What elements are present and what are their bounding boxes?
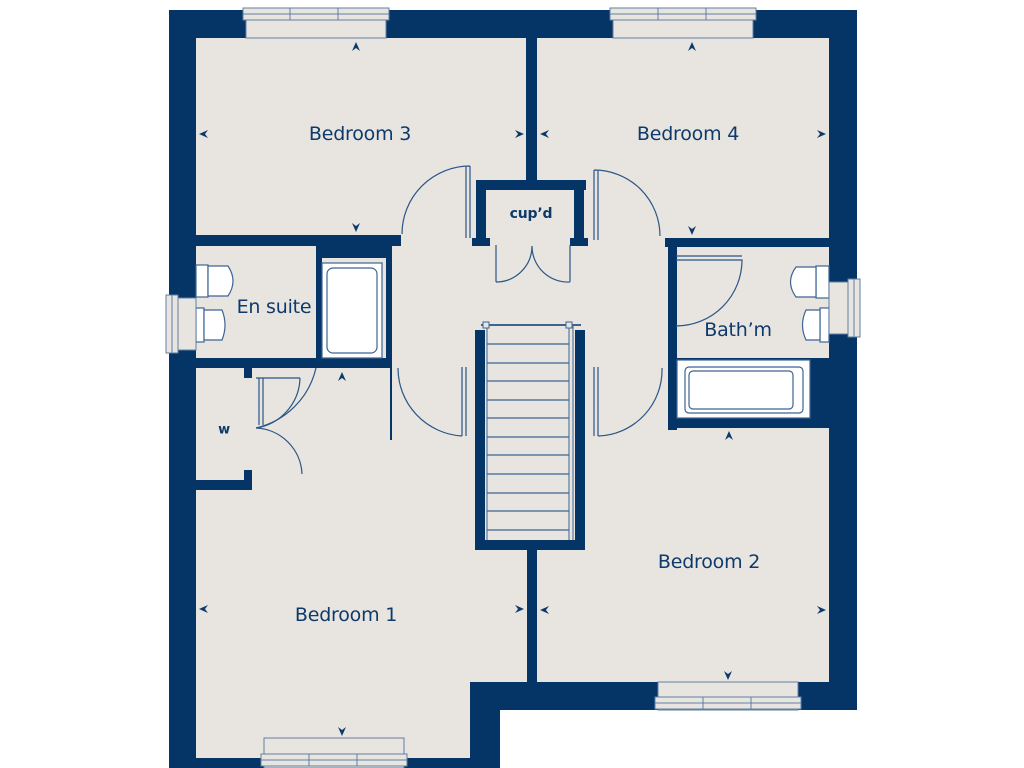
windows: [165, 7, 861, 768]
label-bedroom-3: Bedroom 3: [308, 123, 412, 145]
label-bedroom-2: Bedroom 2: [657, 551, 761, 573]
label-bedroom-1: Bedroom 1: [294, 604, 398, 626]
en-suite-toilet: [195, 264, 209, 298]
door-bedroom-2: [593, 367, 663, 437]
label-bedroom-4: Bedroom 4: [636, 123, 740, 145]
door-bathroom: [675, 255, 743, 327]
door-bedroom-1: [397, 367, 467, 437]
bathroom-basin: [819, 307, 830, 343]
staircase: [481, 321, 581, 540]
label-wardrobe: w: [218, 422, 230, 438]
dimension-arrows: [199, 42, 826, 736]
label-bathroom: Bath’m: [704, 319, 772, 341]
door-bedroom-4: [593, 169, 661, 240]
fixtures: [195, 262, 830, 419]
label-en-suite: En suite: [236, 296, 312, 318]
en-suite-basin: [195, 307, 205, 343]
door-wardrobe: [255, 377, 303, 475]
label-cupboard: cup’d: [509, 206, 553, 222]
inner-walls: [196, 38, 830, 768]
door-bedroom-3: [401, 165, 471, 238]
doors: [255, 165, 743, 475]
door-cupboard: [495, 245, 571, 283]
bathroom-toilet: [815, 265, 830, 299]
floor-areas: [196, 38, 829, 758]
